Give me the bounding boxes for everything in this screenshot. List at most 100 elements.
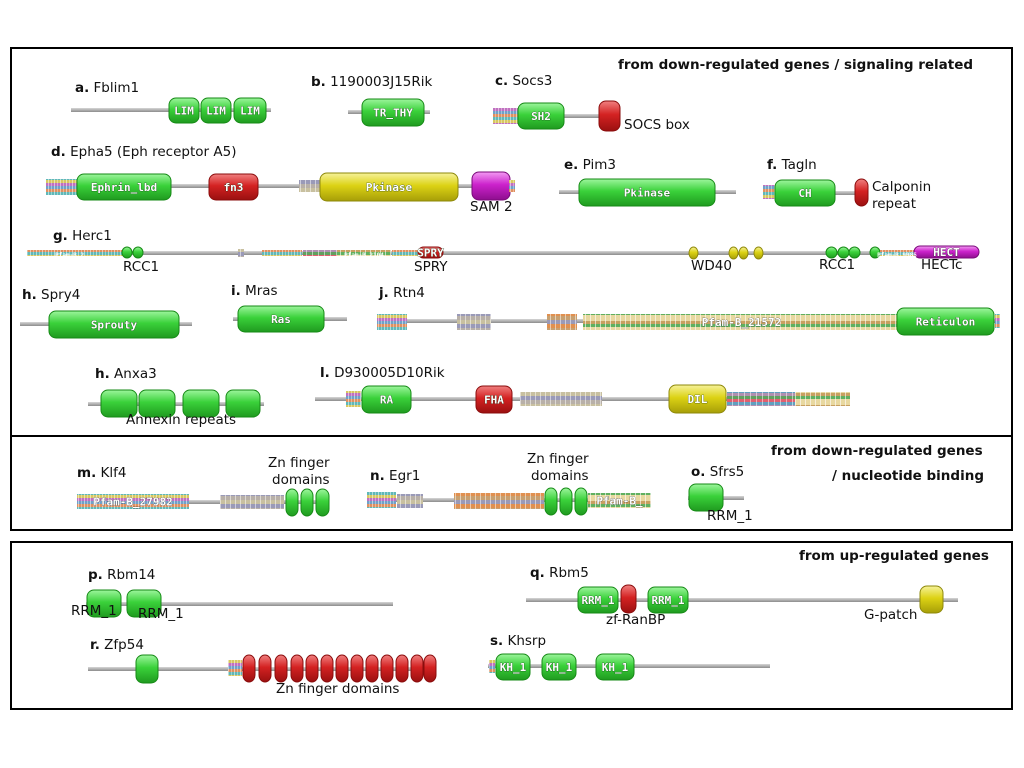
protein-title-herc1: g. Herc1	[53, 228, 112, 244]
region-tagln-nterm	[763, 185, 776, 199]
region-khsrp-nterm	[489, 660, 495, 673]
protein-title-tagln: f. Tagln	[767, 157, 817, 173]
region-egr1-pfam	[588, 493, 651, 508]
domain-fha	[475, 385, 513, 414]
domain-zn-zfp54-5	[305, 654, 319, 683]
domain-zn-egr1-3	[574, 487, 588, 516]
domain-socs-box	[598, 100, 621, 132]
protein-title-epha5: d. Epha5 (Eph receptor A5)	[51, 144, 237, 160]
domain-rcc1-g2	[132, 246, 144, 259]
region-epha5-nterm	[46, 179, 78, 195]
region-rtn4-cterm	[995, 314, 1000, 328]
domain-spry-label: SPRY	[417, 247, 444, 260]
domain-tr-thy	[361, 98, 425, 127]
protein-title-d930005d10rik: l. D930005D10Rik	[320, 365, 445, 381]
backbone-anxa3	[88, 402, 264, 406]
backbone-klf4	[77, 500, 329, 504]
domain-rrm-rbm5-1-label: RRM_1	[581, 594, 614, 607]
label-socs-box: SOCS box	[624, 117, 690, 133]
domain-rcc1-g3	[825, 246, 838, 259]
domain-rcc1-g5	[848, 246, 861, 259]
domain-rrm-rbm5-2	[647, 586, 689, 614]
protein-title-fblim1: a. Fblim1	[75, 80, 140, 96]
domain-ra	[361, 385, 412, 414]
region-d930-a	[520, 392, 602, 406]
domain-lim-3-label: LIM	[240, 105, 260, 118]
region-rtn4-nterm	[377, 314, 407, 330]
domain-pkinase-pim3	[578, 178, 716, 207]
domain-reticulon	[896, 307, 995, 336]
label-rcc1-b: RCC1	[819, 257, 856, 273]
domain-zn-zfp54-7	[335, 654, 349, 683]
domain-wd40-2	[728, 246, 739, 260]
label-g-patch: G-patch	[864, 607, 918, 623]
region-d930-nterm	[346, 391, 361, 407]
domain-g-patch	[919, 585, 944, 614]
label-zn-zfp54: Zn finger domains	[276, 681, 400, 697]
domain-kh-1-c	[595, 653, 635, 681]
domain-sprouty-label: Sprouty	[91, 319, 138, 332]
domain-wd40-3	[738, 246, 749, 260]
protein-title-socs3: c. Socs3	[495, 73, 553, 89]
domain-sh2-label: SH2	[531, 110, 551, 123]
header-signaling: from down-regulated genes / signaling re…	[618, 57, 974, 73]
backbone-herc1	[27, 251, 979, 255]
domain-pkinase-pim3-label: Pkinase	[624, 187, 671, 200]
domain-fha-label: FHA	[484, 394, 504, 407]
region-klf4-pfam-label: Pfam-B_27982	[93, 496, 172, 509]
protein-title-1190003j15rik: b. 1190003J15Rik	[311, 74, 433, 90]
domain-wd40-1	[688, 246, 699, 260]
domain-rcc1-g1	[121, 246, 133, 259]
label-zf-ranbp: zf-RanBP	[606, 612, 666, 628]
domain-pkinase-epha5	[319, 172, 459, 202]
region-socs3-nterm	[493, 108, 520, 124]
domain-zn-egr1-1	[544, 487, 558, 516]
domain-wd40-4	[753, 246, 764, 260]
domain-calponin-repeat	[854, 178, 869, 207]
backbone-rbm5	[526, 598, 958, 602]
header-nucleotide-1: from down-regulated genes	[771, 443, 983, 459]
domain-zn-zfp54-6	[320, 654, 334, 683]
domain-zfp54-nterm	[135, 654, 159, 684]
label-sam-2: SAM 2	[470, 199, 513, 215]
protein-title-spry4: h. Spry4	[22, 287, 81, 303]
domain-kh-1-a-label: KH_1	[500, 661, 527, 674]
domain-zn-zfp54-3	[274, 654, 288, 683]
protein-title-khsrp: s. Khsrp	[490, 633, 547, 649]
region-klf4-pfam	[77, 494, 189, 509]
domain-kh-1-c-label: KH_1	[602, 661, 629, 674]
domain-zn-zfp54-4	[290, 654, 304, 683]
domain-kh-1-b-label: KH_1	[546, 661, 573, 674]
label-rrm-sfrs5: RRM_1	[707, 508, 753, 524]
region-herc1-mid-b	[303, 250, 337, 256]
label-zn-egr1-2: domains	[531, 468, 589, 484]
domain-spry	[417, 246, 444, 259]
protein-title-sfrs5: o. Sfrs5	[691, 464, 745, 480]
domain-annexin-4	[225, 389, 261, 418]
domain-ra-label: RA	[380, 394, 394, 407]
domain-rrm-rbm5-2-label: RRM_1	[651, 594, 684, 607]
domain-ch	[774, 179, 836, 207]
domain-lim-2-label: LIM	[206, 105, 226, 118]
panel-upregulated	[10, 541, 1013, 710]
region-zfp54-a	[228, 660, 242, 676]
label-calponin-2: repeat	[872, 196, 917, 212]
region-rtn4-pfam	[583, 314, 900, 330]
protein-title-zfp54: r. Zfp54	[90, 637, 144, 653]
region-rtn4-pfam-label: Pfam-B_21572	[702, 316, 781, 329]
domain-dil	[668, 384, 727, 414]
protein-title-egr1: n. Egr1	[370, 468, 421, 484]
label-zn-egr1-1: Zn finger	[527, 451, 589, 467]
protein-title-klf4: m. Klf4	[77, 465, 127, 481]
domain-pkinase-epha5-label: Pkinase	[366, 181, 413, 194]
domain-zn-zfp54-13	[423, 654, 437, 683]
domain-fn3-label: fn3	[224, 181, 244, 194]
region-herc1-stub	[238, 249, 244, 257]
label-spry: SPRY	[414, 259, 448, 275]
domain-zn-klf4-1	[285, 488, 299, 517]
region-herc1-pre-hect-label: Pfam-B_9985	[877, 252, 917, 259]
domain-sprouty	[48, 310, 180, 339]
domain-kh-1-a	[495, 653, 531, 681]
protein-title-rtn4: j. Rtn4	[379, 285, 425, 301]
domain-rrm-sfrs5	[688, 483, 724, 512]
